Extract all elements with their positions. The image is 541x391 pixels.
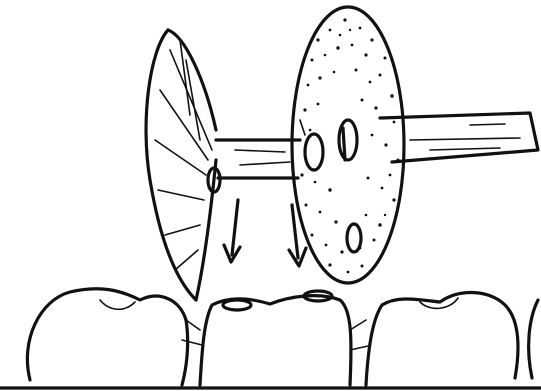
partial-tooth-edge	[529, 300, 538, 378]
separating-disc	[146, 30, 220, 300]
disc-hub-marks	[300, 120, 361, 252]
left-arrow	[224, 200, 240, 262]
direction-arrows	[224, 200, 306, 266]
interproximal-gaps	[182, 320, 368, 350]
abrasive-disc	[292, 7, 404, 283]
left-tooth	[27, 289, 187, 385]
teeth-row	[0, 289, 541, 388]
right-arrow	[289, 205, 306, 266]
right-tooth	[366, 293, 518, 385]
middle-tooth	[200, 291, 351, 385]
disc-axle	[216, 140, 300, 178]
abrasive-grit	[299, 18, 400, 273]
